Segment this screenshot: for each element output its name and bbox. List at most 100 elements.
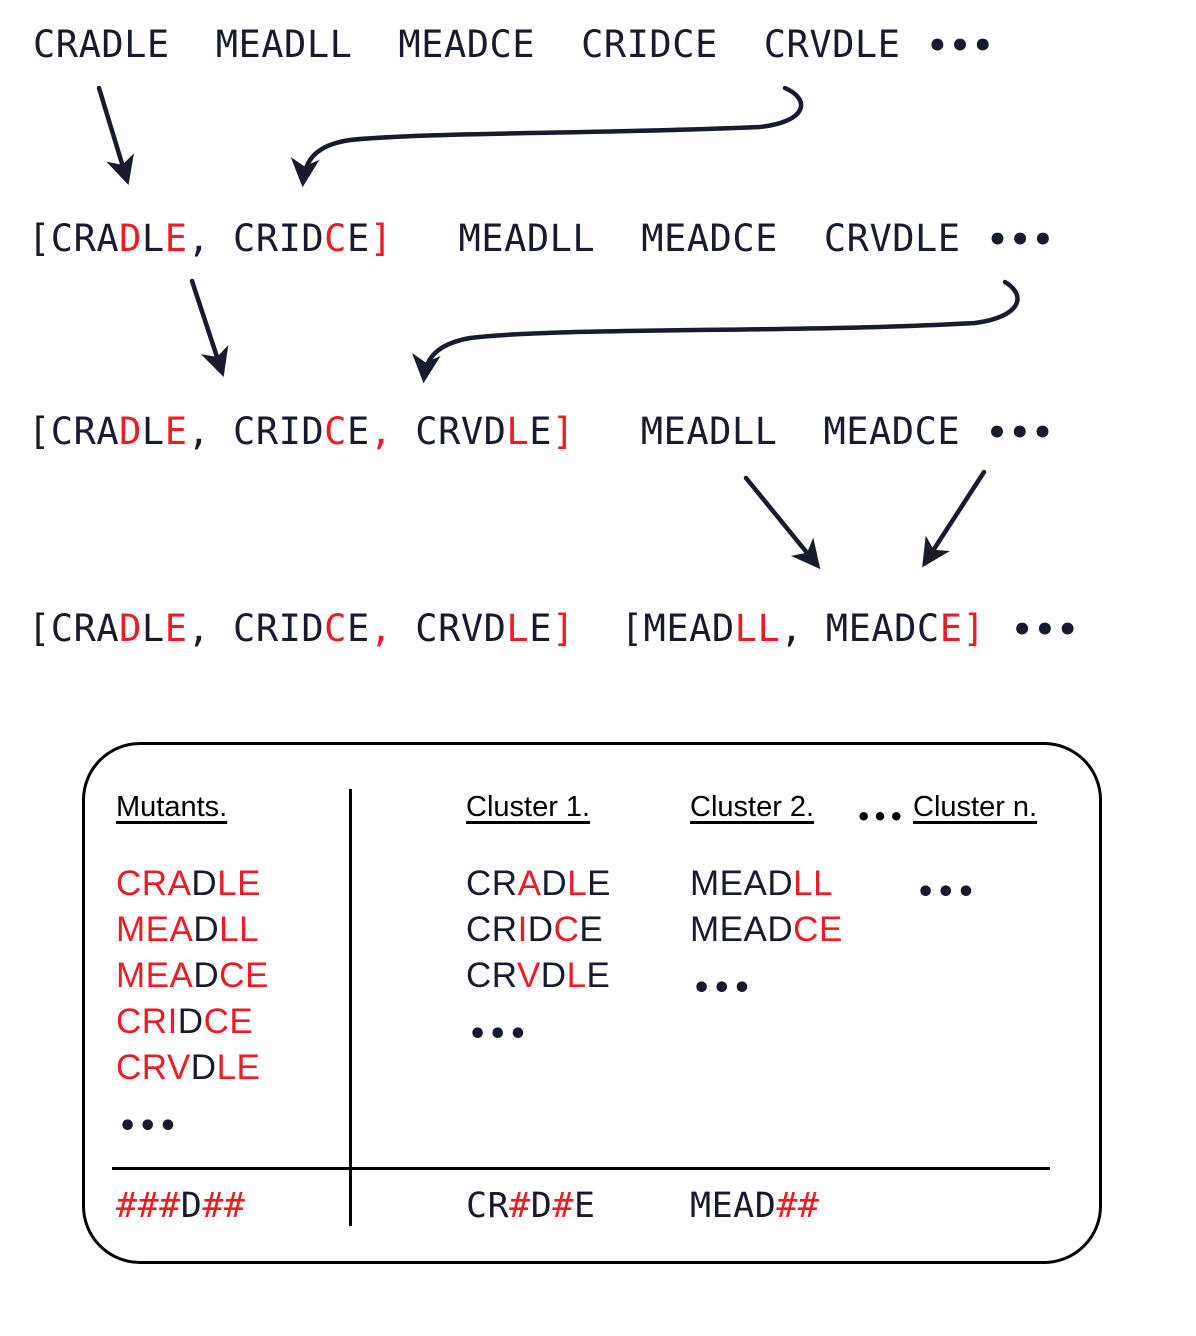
char: E — [663, 410, 687, 453]
char: E — [666, 607, 690, 650]
char: D — [466, 23, 490, 66]
char: E — [529, 607, 552, 650]
mutants-cell-0: CRADLE — [116, 866, 261, 901]
char: E — [939, 607, 963, 650]
char: V — [516, 956, 541, 995]
sequence-row-4: [CRADLE, CRIDCE, CRVDLE][MEADLL, MEADCE]… — [28, 610, 1079, 647]
char: E — [164, 217, 188, 260]
char: E — [694, 23, 718, 66]
char: E — [238, 23, 262, 66]
char: C — [581, 23, 604, 66]
char: I — [626, 23, 650, 66]
cluster-n-ellipsis: ••• — [916, 875, 977, 910]
char: A — [167, 864, 192, 903]
char: A — [733, 1186, 755, 1226]
row-ellipsis: ••• — [986, 413, 1055, 453]
char: E — [755, 217, 778, 260]
char: L — [754, 410, 778, 453]
char: D — [177, 1002, 204, 1041]
char — [803, 607, 826, 650]
char: I — [278, 410, 302, 453]
char: R — [786, 23, 810, 66]
char: L — [506, 607, 530, 650]
char: # — [223, 1186, 246, 1226]
char: D — [119, 410, 142, 453]
cluster-table-panel — [82, 742, 1102, 1264]
char — [210, 410, 233, 453]
mutants-ellipsis: ••• — [118, 1109, 179, 1144]
char: R — [487, 1186, 510, 1226]
char: D — [541, 864, 568, 903]
char: A — [78, 23, 102, 66]
char: R — [255, 410, 279, 453]
arrow-list-down-1 — [189, 278, 229, 377]
char: E — [164, 607, 188, 650]
char: M — [641, 217, 664, 260]
sequence-token: CRVDLE — [764, 23, 901, 66]
table-vertical-divider — [349, 789, 352, 1226]
char: D — [301, 607, 325, 650]
char — [210, 217, 233, 260]
sequence-token: MEADLL — [216, 23, 353, 66]
char — [393, 607, 416, 650]
sequence-token: [CRADLE, CRIDCE] — [28, 217, 393, 260]
sequence-token: MEADCE — [641, 217, 778, 260]
char: C — [324, 607, 347, 650]
char: D — [894, 607, 917, 650]
char: E — [145, 956, 170, 995]
char: R — [438, 410, 461, 453]
char: , — [369, 607, 393, 650]
char: E — [573, 1186, 596, 1226]
char: C — [324, 410, 347, 453]
char: C — [50, 410, 74, 453]
char: L — [141, 607, 165, 650]
char: L — [567, 864, 588, 903]
cluster-1-cell-0: CRADLE — [466, 866, 611, 901]
char: L — [141, 410, 165, 453]
char: L — [854, 23, 878, 66]
char: C — [466, 1186, 488, 1226]
column-header-cluster-n: Cluster n. — [913, 791, 1038, 823]
sequence-token: [MEADLL, MEADCE] — [621, 607, 986, 650]
char: L — [141, 217, 165, 260]
char: D — [527, 910, 554, 949]
char: E — [346, 607, 370, 650]
char: A — [869, 410, 892, 453]
char: M — [825, 607, 849, 650]
row-ellipsis: ••• — [986, 220, 1055, 260]
row-ellipsis: ••• — [1011, 610, 1080, 650]
cluster-2-cell-1: MEADCE — [690, 912, 843, 947]
char: ] — [369, 217, 393, 260]
char: D — [119, 217, 142, 260]
column-header-mutants: Mutants. — [116, 791, 228, 823]
char: I — [517, 910, 528, 949]
char: R — [255, 607, 279, 650]
char: R — [491, 910, 518, 949]
char: M — [643, 607, 667, 650]
char: L — [915, 217, 938, 260]
char: D — [891, 410, 915, 453]
char: # — [116, 1186, 138, 1226]
char: M — [690, 910, 720, 949]
char: A — [96, 217, 120, 260]
char: D — [754, 1186, 777, 1226]
char: L — [219, 910, 240, 949]
sequence-token: CRIDCE — [581, 23, 718, 66]
char: D — [101, 23, 125, 66]
char: A — [689, 607, 712, 650]
char: L — [217, 864, 238, 903]
char: R — [491, 956, 517, 995]
mutants-cell-2: MEADCE — [116, 958, 269, 993]
char: R — [73, 607, 97, 650]
char: E — [818, 910, 843, 949]
char: E — [244, 956, 269, 995]
cluster-1-ellipsis: ••• — [468, 1017, 529, 1052]
char: , — [780, 607, 803, 650]
char: C — [116, 864, 142, 903]
char: # — [202, 1186, 224, 1226]
char: L — [506, 410, 530, 453]
sequence-token: MEADLL — [459, 217, 596, 260]
char: , — [187, 410, 211, 453]
char: C — [763, 23, 787, 66]
char: , — [187, 607, 211, 650]
